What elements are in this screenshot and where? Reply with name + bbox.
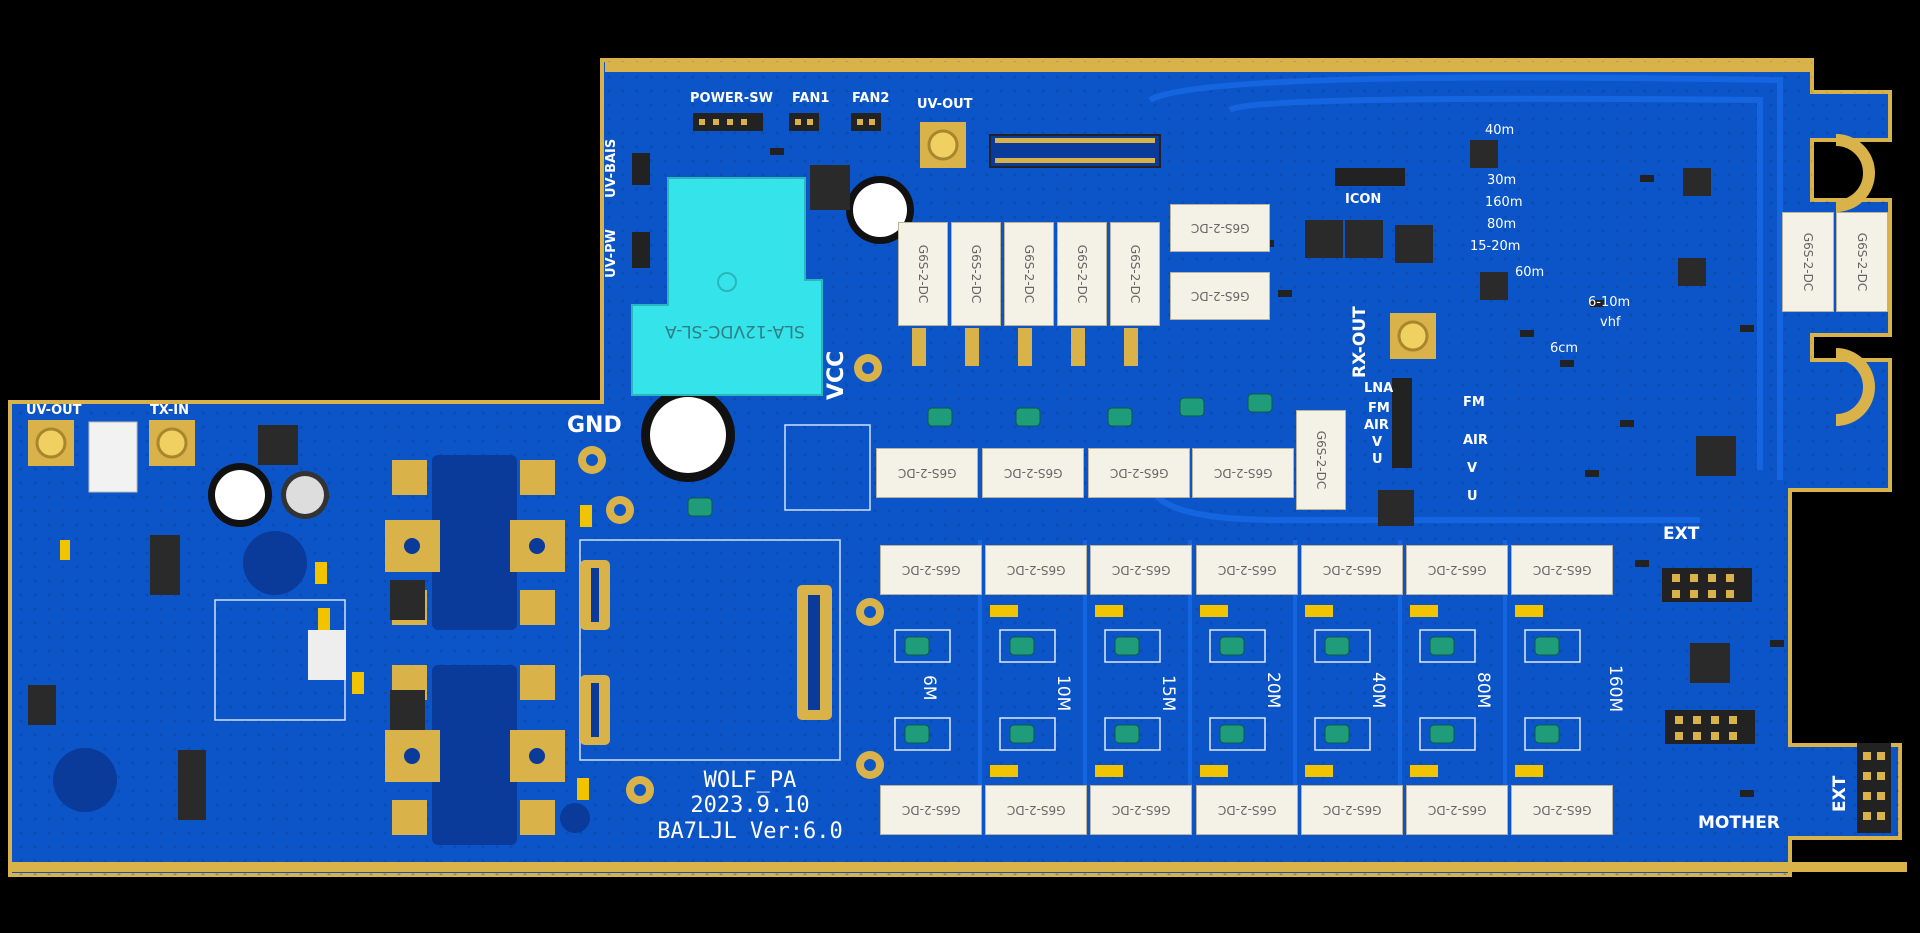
relay: G6S-2-DC xyxy=(1196,545,1298,595)
relay: G6S-2-DC xyxy=(1170,272,1270,320)
relay: G6S-2-DC xyxy=(1511,785,1613,835)
label-vhf: vhf xyxy=(1600,315,1621,330)
relay: G6S-2-DC xyxy=(1511,545,1613,595)
side-band-label: AIR xyxy=(1463,433,1488,448)
rx-label: V xyxy=(1372,435,1383,450)
filter-band-label: 160M xyxy=(1605,665,1625,713)
relay: G6S-2-DC xyxy=(1088,448,1190,498)
rx-label: AIR xyxy=(1364,418,1389,433)
side-band-label: FM xyxy=(1463,395,1485,410)
label-uv-bais: UV-BAIS xyxy=(604,138,619,198)
relay: G6S-2-DC xyxy=(1406,545,1508,595)
filter-band-label: 10M xyxy=(1053,675,1073,712)
filter-band-label: 6M xyxy=(919,675,939,701)
label-mother: MOTHER xyxy=(1698,813,1780,833)
band-label: 80m xyxy=(1487,217,1517,232)
label-gnd: GND xyxy=(567,413,622,438)
band-label: 30m xyxy=(1487,173,1517,188)
relay: G6S-2-DC xyxy=(951,222,1001,326)
rx-label: FM xyxy=(1368,401,1390,416)
filter-band-label: 20M xyxy=(1263,672,1283,709)
band-label: 160m xyxy=(1485,195,1523,210)
relay: G6S-2-DC xyxy=(1836,212,1888,312)
relay: G6S-2-DC xyxy=(985,545,1087,595)
title-line-author: BA7LJL Ver:6.0 xyxy=(657,818,843,844)
label-fan2: FAN2 xyxy=(852,91,890,106)
label-fan1: FAN1 xyxy=(792,91,830,106)
relay: G6S-2-DC xyxy=(876,448,978,498)
label-vcc: VCC xyxy=(824,350,849,400)
label-uv-pw: UV-PW xyxy=(604,229,619,278)
relay: G6S-2-DC xyxy=(880,545,982,595)
label-icon: ICON xyxy=(1345,192,1382,207)
label-ext-right: EXT xyxy=(1663,524,1700,544)
board-title: WOLF_PA 2023.9.10 BA7LJL Ver:6.0 xyxy=(650,768,850,844)
title-line-date: 2023.9.10 xyxy=(690,793,810,819)
label-uv-out-top: UV-OUT xyxy=(917,97,973,112)
band-label: 60m xyxy=(1515,265,1545,280)
rx-label: LNA xyxy=(1364,381,1394,396)
label-6cm: 6cm xyxy=(1550,341,1579,356)
relay: G6S-2-DC xyxy=(880,785,982,835)
relay: G6S-2-DC xyxy=(1406,785,1508,835)
label-tx-in: TX-IN xyxy=(150,403,189,418)
relay: G6S-2-DC xyxy=(1296,410,1346,510)
relay: G6S-2-DC xyxy=(1301,785,1403,835)
relay: G6S-2-DC xyxy=(1090,545,1192,595)
filter-band-label: 40M xyxy=(1368,672,1388,709)
filter-band-label: 80M xyxy=(1473,672,1493,709)
filter-band-label: 15M xyxy=(1158,675,1178,712)
label-6-10m: 6-10m xyxy=(1588,295,1631,310)
label-module: SLA-12VDC-SL-A xyxy=(665,321,805,341)
relay: G6S-2-DC xyxy=(1196,785,1298,835)
relay: G6S-2-DC xyxy=(1192,448,1294,498)
relay: G6S-2-DC xyxy=(1057,222,1107,326)
side-band-label: V xyxy=(1467,461,1478,476)
relay: G6S-2-DC xyxy=(982,448,1084,498)
label-uv-out-left: UV-OUT xyxy=(26,403,82,418)
side-band-label: U xyxy=(1467,489,1478,504)
label-ext-bottom: EXT xyxy=(1830,775,1850,812)
rx-label: U xyxy=(1372,452,1383,467)
title-line-name: WOLF_PA xyxy=(703,768,797,793)
band-label: 40m xyxy=(1485,123,1515,138)
relay-module xyxy=(631,177,823,396)
relay: G6S-2-DC xyxy=(1004,222,1054,326)
relay: G6S-2-DC xyxy=(1170,204,1270,252)
relay: G6S-2-DC xyxy=(1110,222,1160,326)
relay: G6S-2-DC xyxy=(985,785,1087,835)
label-rx-out: RX-OUT xyxy=(1350,306,1370,378)
band-label: 15-20m xyxy=(1470,239,1521,254)
relay: G6S-2-DC xyxy=(1090,785,1192,835)
relay: G6S-2-DC xyxy=(1782,212,1834,312)
label-power-sw: POWER-SW xyxy=(690,91,773,106)
relay: G6S-2-DC xyxy=(1301,545,1403,595)
relay: G6S-2-DC xyxy=(898,222,948,326)
